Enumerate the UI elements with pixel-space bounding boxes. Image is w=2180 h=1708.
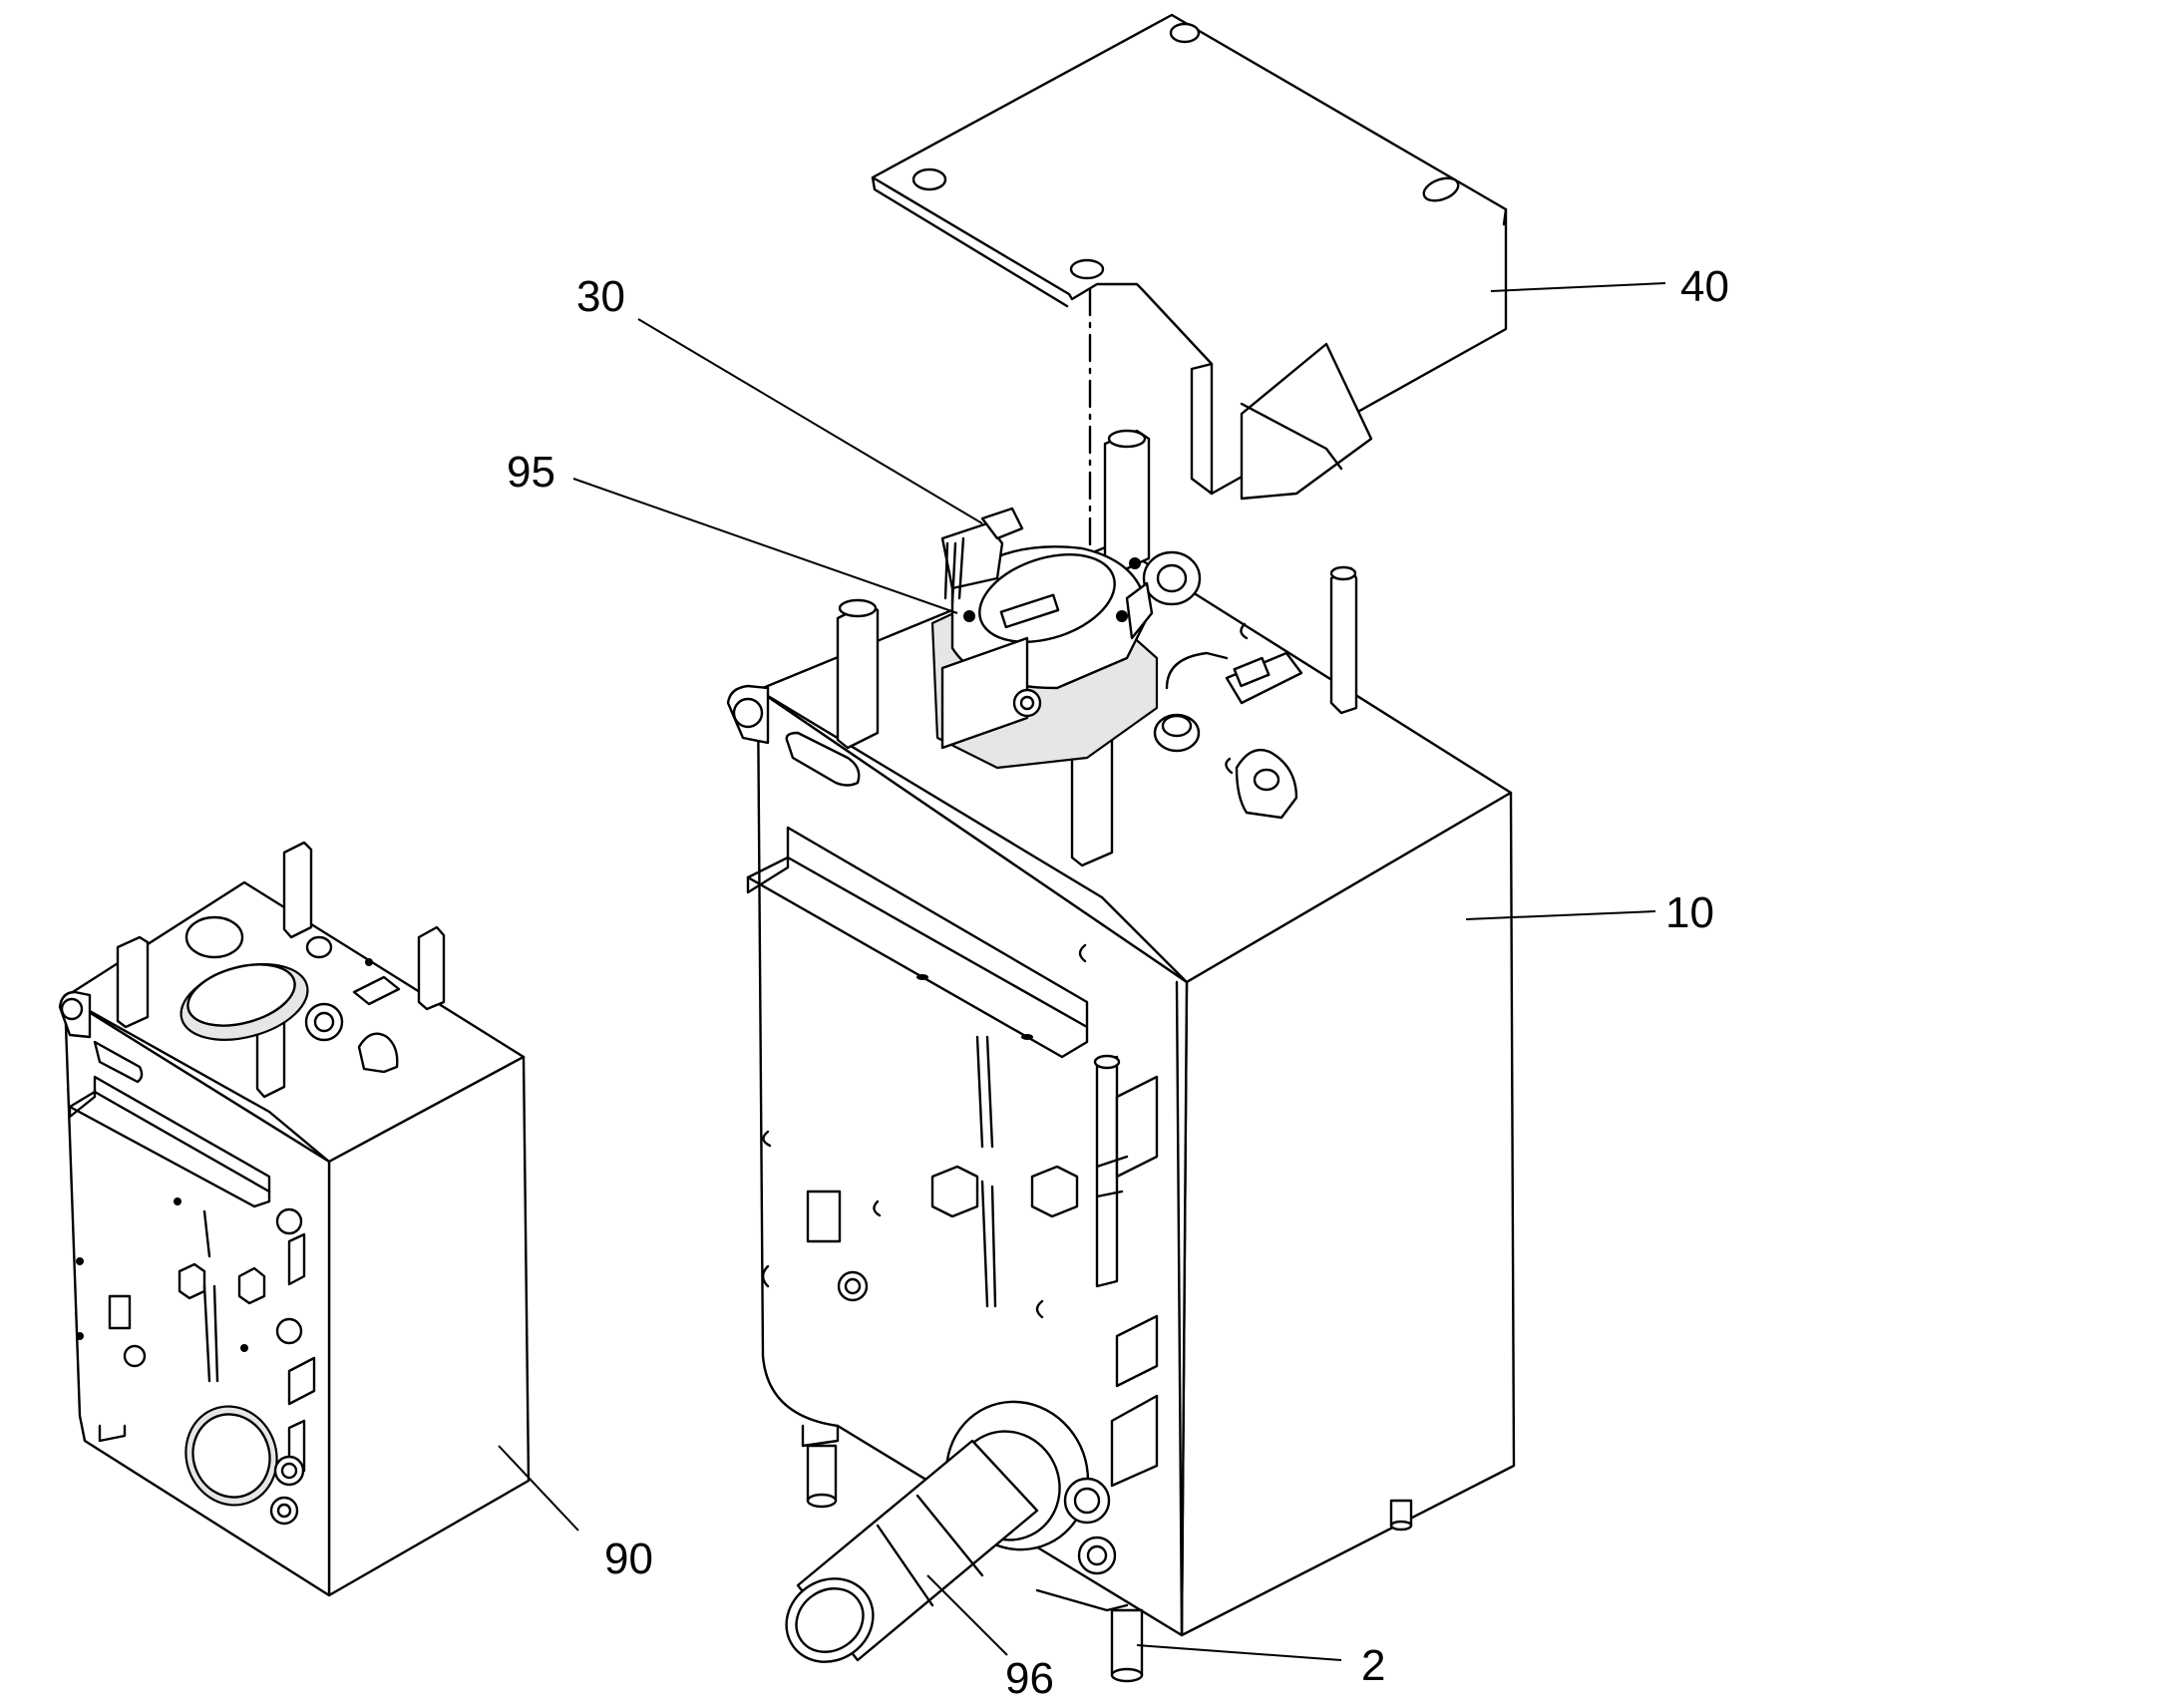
callout-90: 90 bbox=[604, 1535, 653, 1583]
callout-2: 2 bbox=[1361, 1641, 1385, 1690]
callout-10: 10 bbox=[1665, 888, 1714, 937]
callout-96: 96 bbox=[1005, 1654, 1054, 1703]
callout-95: 95 bbox=[507, 448, 555, 497]
guide-posts bbox=[836, 429, 1358, 867]
cover-part-40 bbox=[871, 13, 1508, 501]
assembled-view-part-90 bbox=[58, 841, 531, 1597]
nozzle-part-96 bbox=[785, 1394, 1159, 1663]
callout-40: 40 bbox=[1680, 262, 1729, 311]
leader-lines bbox=[498, 282, 1666, 1661]
valve-assembly-part-95 bbox=[930, 507, 1303, 770]
callout-30: 30 bbox=[576, 272, 625, 321]
